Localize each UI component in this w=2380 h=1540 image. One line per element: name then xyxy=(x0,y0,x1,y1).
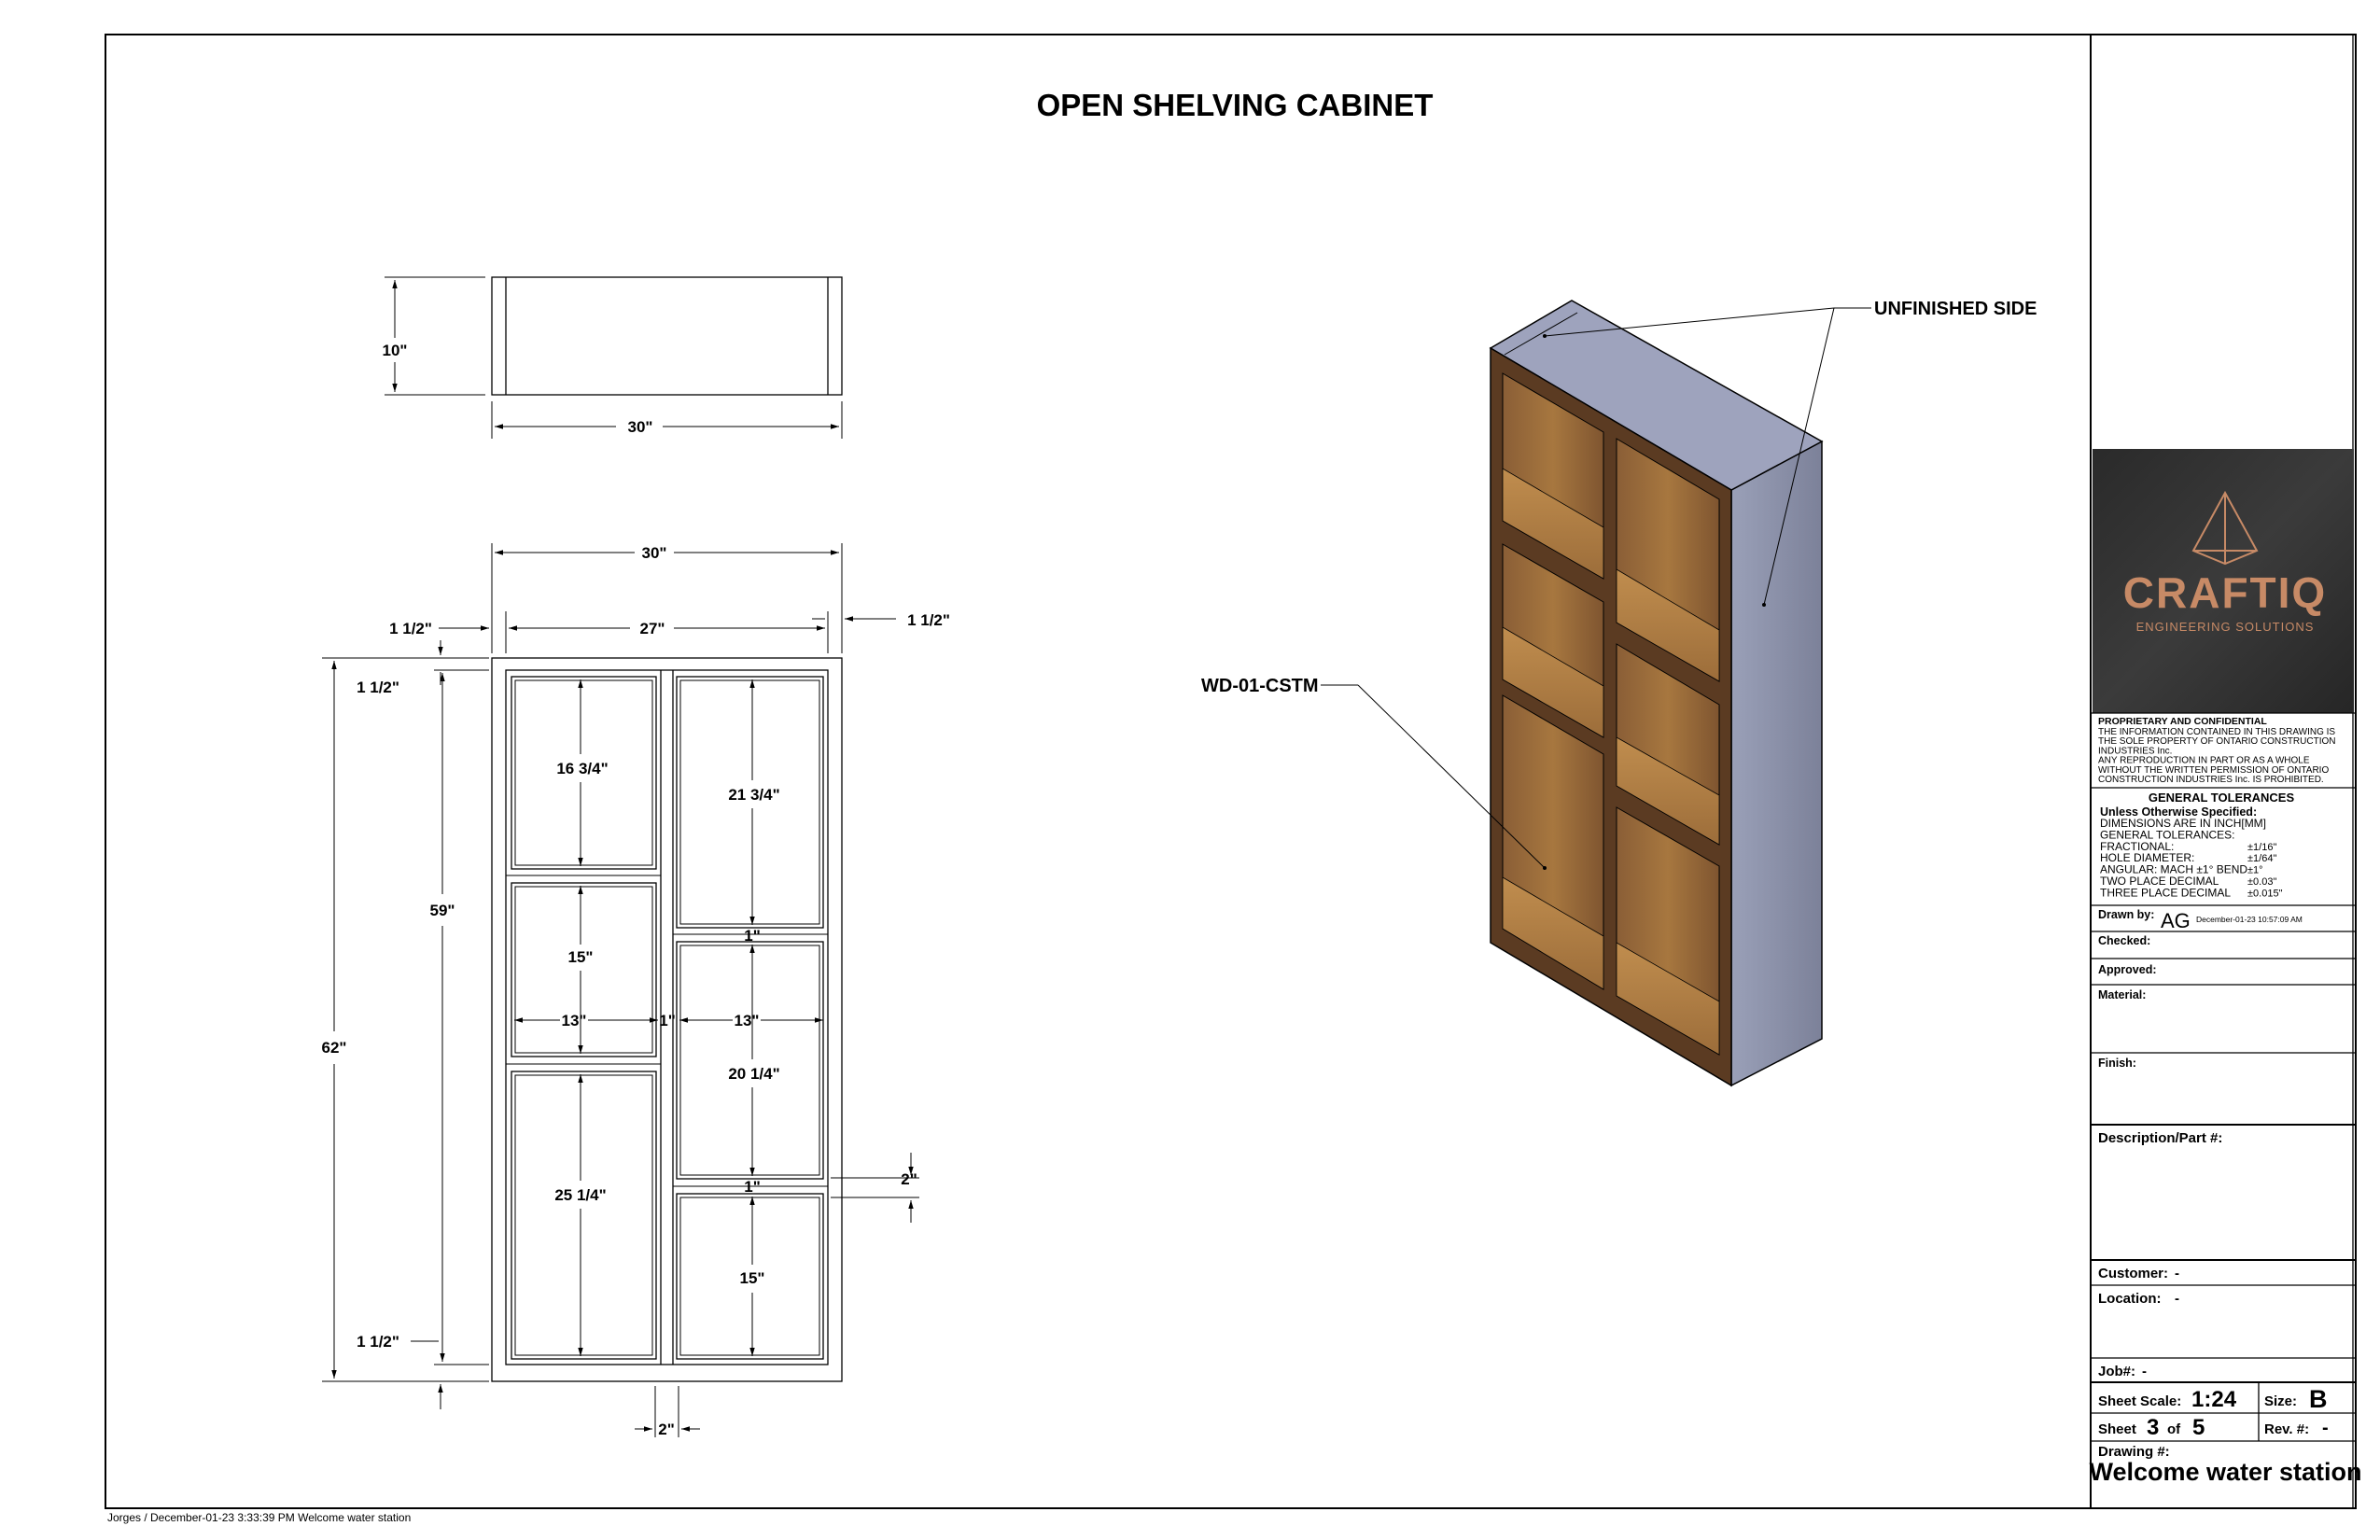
left-col-width-dim: 13" xyxy=(562,1012,587,1029)
proprietary-heading: PROPRIETARY AND CONFIDENTIAL xyxy=(2098,716,2267,727)
tolerances-heading: GENERAL TOLERANCES xyxy=(2149,791,2295,805)
proprietary-line: WITHOUT THE WRITTEN PERMISSION OF ONTARI… xyxy=(2098,765,2329,776)
footer-stamp: Jorges / December-01-23 3:33:39 PM Welco… xyxy=(107,1511,412,1524)
sheet-total: 5 xyxy=(2192,1415,2205,1440)
drawn-date: December-01-23 10:57:09 AM xyxy=(2196,915,2303,924)
drawing-number: Welcome water station xyxy=(2089,1458,2362,1486)
front-inner-width-dim: 27" xyxy=(640,620,665,637)
right-side-dim: 1 1/2" xyxy=(907,611,950,629)
bottom-thickness-dim: 1 1/2" xyxy=(357,1333,399,1351)
sheet-of-label: of xyxy=(2167,1421,2181,1437)
checked-label: Checked: xyxy=(2098,934,2150,947)
scale-value: 1:24 xyxy=(2191,1387,2237,1412)
drawn-by-label: Drawn by: xyxy=(2098,908,2154,921)
title-block: CRAFTIQ ENGINEERING SOLUTIONS PROPRIETAR… xyxy=(2091,449,2356,1460)
tolerance-label: HOLE DIAMETER: xyxy=(2100,851,2194,864)
front-width-dim: 30" xyxy=(642,544,667,562)
finish-label: Finish: xyxy=(2098,1057,2136,1070)
proprietary-line: CONSTRUCTION INDUSTRIES Inc. IS PROHIBIT… xyxy=(2098,775,2324,785)
tolerance-label: DIMENSIONS ARE IN INCH[MM] xyxy=(2100,817,2266,830)
shelf-thickness-dim: 2" xyxy=(901,1170,917,1188)
shelf-gap-2-dim: 1" xyxy=(744,1178,761,1196)
tolerance-label: THREE PLACE DECIMAL xyxy=(2100,886,2231,899)
scale-label: Sheet Scale: xyxy=(2098,1393,2181,1409)
right-shelf-2-dim: 20 1/4" xyxy=(728,1065,779,1083)
tolerance-value: ±0.015" xyxy=(2247,888,2283,899)
drawing-title: OPEN SHELVING CABINET xyxy=(1037,88,1434,122)
customer-label: Customer: xyxy=(2098,1266,2168,1281)
customer-value: - xyxy=(2175,1266,2179,1281)
location-value: - xyxy=(2175,1291,2179,1307)
tolerance-label: TWO PLACE DECIMAL xyxy=(2100,875,2219,888)
material-label: Material: xyxy=(2098,988,2146,1001)
proprietary-line: THE INFORMATION CONTAINED IN THIS DRAWIN… xyxy=(2098,727,2335,737)
tolerance-value: ±1° xyxy=(2247,865,2263,876)
size-value: B xyxy=(2309,1385,2328,1413)
unfinished-side-panel xyxy=(1730,440,1823,1087)
top-view-outline xyxy=(491,276,843,396)
proprietary-line: THE SOLE PROPERTY OF ONTARIO CONSTRUCTIO… xyxy=(2098,736,2335,747)
top-view: 10" 30" xyxy=(383,276,843,439)
tolerance-label: GENERAL TOLERANCES: xyxy=(2100,828,2235,841)
tolerance-value: ±1/16" xyxy=(2247,842,2276,853)
location-label: Location: xyxy=(2098,1291,2162,1307)
sheet-label: Sheet xyxy=(2098,1421,2136,1437)
front-outline xyxy=(491,657,843,1382)
tolerance-label: FRACTIONAL: xyxy=(2100,840,2174,853)
tolerance-label: ANGULAR: MACH ±1° BEND xyxy=(2100,863,2247,876)
job-value: - xyxy=(2142,1364,2147,1379)
sheet-number: 3 xyxy=(2147,1415,2159,1440)
front-view: 30" 27" 1 1/2" 1 1/2" 1 1/2" 62" 59" xyxy=(322,543,950,1438)
left-shelf-2-dim: 15" xyxy=(568,948,594,966)
proprietary-line: INDUSTRIES Inc. xyxy=(2098,746,2172,756)
drawing-number-label: Drawing #: xyxy=(2098,1444,2170,1460)
right-shelf-1-dim: 21 3/4" xyxy=(728,786,779,804)
toe-kick-dim: 2" xyxy=(658,1421,675,1438)
rev-label: Rev. #: xyxy=(2264,1421,2309,1437)
left-shelf-3-dim: 25 1/4" xyxy=(554,1186,606,1204)
overall-height-dim: 62" xyxy=(322,1039,347,1057)
logo-name: CRAFTIQ xyxy=(2123,568,2327,617)
right-shelf-3-dim: 15" xyxy=(740,1269,765,1287)
left-side-dim: 1 1/2" xyxy=(389,620,432,637)
job-label: Job#: xyxy=(2098,1364,2135,1379)
left-shelf-1-dim: 16 3/4" xyxy=(556,760,608,777)
rev-value: - xyxy=(2322,1418,2329,1438)
tolerances-unless: Unless Otherwise Specified: xyxy=(2100,805,2257,819)
description-label: Description/Part #: xyxy=(2098,1130,2222,1146)
logo-panel xyxy=(2093,449,2354,713)
unfinished-side-callout: UNFINISHED SIDE xyxy=(1874,299,2037,319)
top-width-dim: 30" xyxy=(628,418,653,436)
tolerance-value: ±1/64" xyxy=(2247,853,2276,864)
tolerance-value: ±0.03" xyxy=(2247,876,2276,888)
divider-dim: 1" xyxy=(659,1012,676,1029)
logo-tagline: ENGINEERING SOLUTIONS xyxy=(2136,620,2315,634)
top-thickness-dim: 1 1/2" xyxy=(357,679,399,696)
sheet-border xyxy=(105,34,2357,1509)
pyramid-logo-icon xyxy=(2191,490,2259,566)
approved-label: Approved: xyxy=(2098,963,2157,976)
inner-height-dim: 59" xyxy=(430,902,455,919)
size-label: Size: xyxy=(2264,1393,2297,1409)
isometric-cabinet: UNFINISHED SIDE WD-01-CSTM xyxy=(1201,299,2037,1087)
material-tag-callout: WD-01-CSTM xyxy=(1201,676,1319,696)
shelf-gap-1-dim: 1" xyxy=(744,927,761,945)
top-depth-dim: 10" xyxy=(383,342,408,359)
drawn-by-value: AG xyxy=(2161,909,2191,932)
proprietary-line: ANY REPRODUCTION IN PART OR AS A WHOLE xyxy=(2098,756,2310,766)
right-col-width-dim: 13" xyxy=(735,1012,760,1029)
